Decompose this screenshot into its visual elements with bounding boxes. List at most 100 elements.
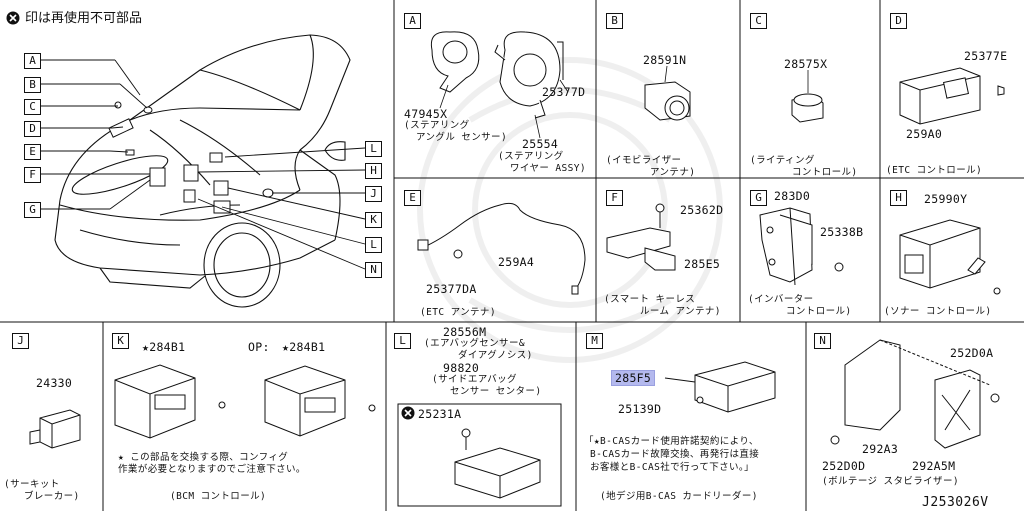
panel-label-j: J xyxy=(12,333,29,349)
part-caption: (スマート キーレス xyxy=(604,294,696,305)
keyless-room-antenna-drawing xyxy=(606,203,676,271)
panel-caption: (ボルテージ スタビライザー) xyxy=(822,476,959,487)
part-number[interactable]: 283D0 xyxy=(774,189,811,203)
part-number[interactable]: 292A3 xyxy=(862,442,899,456)
circuit-breaker-drawing xyxy=(29,409,81,449)
part-caption: (ETC アンテナ) xyxy=(420,307,496,318)
panel-label-c: C xyxy=(750,13,767,29)
part-number[interactable]: 259A0 xyxy=(906,127,943,141)
immobilizer-antenna-drawing xyxy=(644,65,691,121)
panel-label-n: N xyxy=(814,333,831,349)
callout-j[interactable]: J xyxy=(365,186,382,202)
part-leaders-a xyxy=(439,79,569,139)
airbag-sensor-drawing xyxy=(454,428,541,499)
lighting-control-drawing xyxy=(791,70,824,123)
bcas-note: 「★B-CASカード使用許諾契約により、 xyxy=(584,436,759,447)
part-caption-line2: ワイヤー ASSY) xyxy=(510,163,587,174)
part-caption: (ステアリング xyxy=(498,151,564,162)
part-number[interactable]: 47945X xyxy=(404,107,448,121)
reusable-note: 印は再使用不可部品 xyxy=(25,11,143,26)
watermark-emblem xyxy=(417,57,723,363)
callout-e[interactable]: E xyxy=(24,144,41,160)
leader-lines xyxy=(40,59,366,270)
part-number[interactable]: 25377D xyxy=(542,85,586,99)
part-caption: (サーキット xyxy=(4,479,60,490)
callout-b[interactable]: B xyxy=(24,77,41,93)
part-caption: (ステアリング xyxy=(404,120,470,131)
option-label: OP: xyxy=(248,340,270,354)
part-caption-line2: コントロール) xyxy=(786,306,852,317)
part-caption-line2: アンテナ) xyxy=(650,167,696,178)
x-circle-icon xyxy=(401,406,415,420)
part-number[interactable]: 24330 xyxy=(36,376,73,390)
part-caption: (ETC コントロール) xyxy=(886,165,983,176)
part-caption-line2: ルーム アンテナ) xyxy=(640,306,721,317)
part-caption: (エアバッグセンサー& xyxy=(424,338,525,349)
part-number[interactable]: 252D0D xyxy=(822,459,866,473)
part-number[interactable]: 292A5M xyxy=(912,459,956,473)
part-number[interactable]: 28591N xyxy=(643,53,687,67)
part-caption: (ライティング xyxy=(750,155,815,166)
bcas-reader-drawing xyxy=(664,361,776,413)
callout-m[interactable]: L xyxy=(365,141,382,157)
part-number[interactable]: 25377DA xyxy=(426,282,477,296)
part-caption-line2: ダイアグノシス) xyxy=(458,350,533,361)
part-number[interactable]: 25377E xyxy=(964,49,1008,63)
callout-a[interactable]: A xyxy=(24,53,41,69)
part-number[interactable]: ★284B1 xyxy=(282,340,326,354)
part-caption: (イモビライザー xyxy=(606,155,682,166)
part-number[interactable]: 25139D xyxy=(618,402,662,416)
part-number[interactable]: 25231A xyxy=(418,407,462,421)
part-number[interactable]: 28575X xyxy=(784,57,828,71)
bcm-control-drawing xyxy=(114,364,376,439)
part-caption-line2: センサー センター) xyxy=(450,386,542,397)
bcas-note-line3: お客様とB-CAS社で行って下さい。」 xyxy=(590,462,754,473)
part-number[interactable]: 285E5 xyxy=(684,257,721,271)
callout-h[interactable]: H xyxy=(365,163,382,179)
part-number-highlighted[interactable]: 285F5 xyxy=(611,370,656,386)
part-number[interactable]: 25362D xyxy=(680,203,724,217)
part-caption-line2: コントロール) xyxy=(792,167,858,178)
panel-label-a: A xyxy=(404,13,421,29)
callout-n[interactable]: N xyxy=(365,262,382,278)
config-note-line2: 作業が必要となりますのでご注意下さい。 xyxy=(118,464,306,475)
panel-label-f: F xyxy=(606,190,623,206)
diagram-id: J253026V xyxy=(922,495,989,510)
etc-control-drawing xyxy=(899,67,1005,125)
part-number[interactable]: 25338B xyxy=(820,225,864,239)
steering-angle-sensor-drawing xyxy=(430,31,564,119)
panel-label-m: M xyxy=(586,333,603,349)
part-number[interactable]: 252D0A xyxy=(950,346,994,360)
car-components xyxy=(108,101,274,214)
part-number[interactable]: 98820 xyxy=(443,361,480,375)
callout-f[interactable]: F xyxy=(24,167,41,183)
callout-c[interactable]: C xyxy=(24,99,41,115)
etc-antenna-drawing xyxy=(417,202,586,295)
x-circle-icon xyxy=(6,11,20,25)
panel-label-e: E xyxy=(404,190,421,206)
part-number[interactable]: 28556M xyxy=(443,325,487,339)
panel-label-b: B xyxy=(606,13,623,29)
inverter-control-drawing xyxy=(759,207,844,286)
voltage-stabilizer-drawing xyxy=(830,339,1000,449)
panel-label-k: K xyxy=(112,333,129,349)
panel-label-l: L xyxy=(394,333,411,349)
part-number[interactable]: ★284B1 xyxy=(142,340,186,354)
callout-l[interactable]: L xyxy=(365,237,382,253)
panel-label-h: H xyxy=(890,190,907,206)
part-number[interactable]: 25554 xyxy=(522,137,559,151)
part-number[interactable]: 25990Y xyxy=(924,192,968,206)
part-number[interactable]: 259A4 xyxy=(498,255,535,269)
panel-label-g: G xyxy=(750,190,767,206)
config-note: ★ この部品を交換する際、コンフィグ xyxy=(118,452,289,463)
callout-k[interactable]: K xyxy=(365,212,382,228)
sonar-control-drawing xyxy=(899,219,1001,295)
callout-d[interactable]: D xyxy=(24,121,41,137)
part-caption: (サイドエアバッグ xyxy=(432,374,517,385)
callout-g[interactable]: G xyxy=(24,202,41,218)
part-caption: (ソナー コントロール) xyxy=(884,306,992,317)
car-illustration xyxy=(54,34,351,308)
